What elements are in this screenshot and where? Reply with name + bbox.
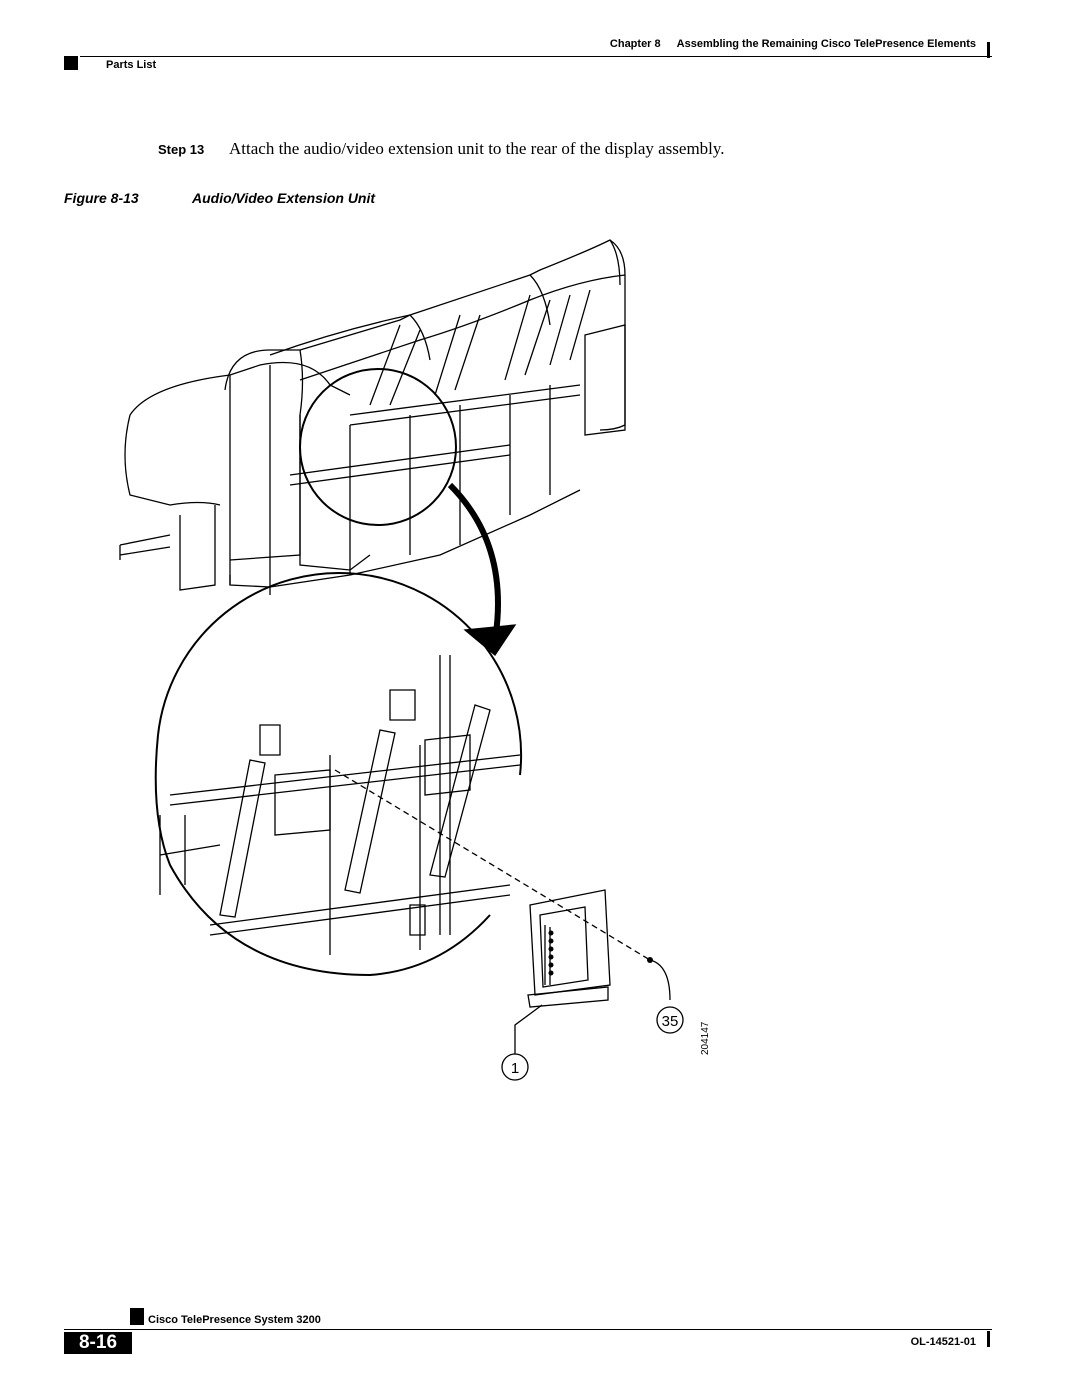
- section-title: Parts List: [106, 59, 157, 71]
- callout-1-text: 1: [511, 1060, 519, 1077]
- book-title: Cisco TelePresence System 3200: [148, 1314, 321, 1326]
- chapter-label: Chapter 8: [609, 38, 661, 50]
- callout-1: 1: [501, 1053, 529, 1081]
- footer-rule: [64, 1329, 992, 1330]
- header-rule: [80, 56, 992, 57]
- callout-35-text: 35: [662, 1013, 679, 1030]
- figure-title: Audio/Video Extension Unit: [192, 190, 376, 206]
- footer-bar: [987, 1331, 990, 1347]
- assembly-illustration: 35 1 204147: [119, 239, 711, 1081]
- chapter-title: Assembling the Remaining Cisco TelePrese…: [676, 38, 976, 50]
- figure-id-number: 204147: [700, 1021, 711, 1055]
- doc-number: OL-14521-01: [910, 1336, 976, 1348]
- page-number: 8-16: [64, 1332, 132, 1354]
- footer-marker: [130, 1308, 144, 1325]
- section-marker: [64, 56, 78, 70]
- step-text: Attach the audio/video extension unit to…: [229, 139, 725, 158]
- chapter-header: Chapter 8 Assembling the Remaining Cisco …: [610, 38, 976, 50]
- figure-label: Figure 8-13: [64, 190, 139, 206]
- callout-35: 35: [656, 1006, 684, 1034]
- step-label: Step 13: [158, 142, 205, 157]
- header-bar: [987, 42, 990, 58]
